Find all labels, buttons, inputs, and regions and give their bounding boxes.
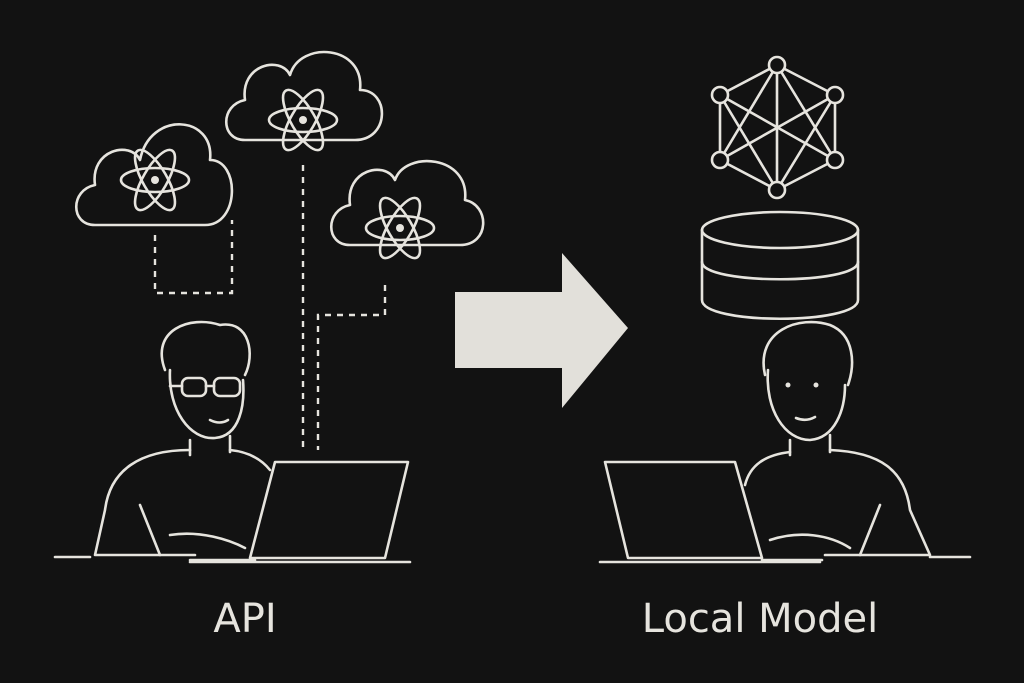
database-icon (700, 210, 860, 320)
arrow-right-icon (455, 253, 628, 408)
laptop-icon (188, 460, 410, 562)
developer-left (53, 320, 412, 564)
connection-lines (153, 165, 387, 450)
developer-right (598, 320, 972, 564)
laptop-icon (603, 460, 824, 562)
cloud-icon (224, 50, 384, 157)
local-model-label: Local Model (641, 596, 879, 642)
cloud-icon (74, 123, 234, 227)
api-label: API (213, 596, 277, 642)
network-icon (710, 55, 845, 200)
cloud-icon (329, 159, 485, 265)
